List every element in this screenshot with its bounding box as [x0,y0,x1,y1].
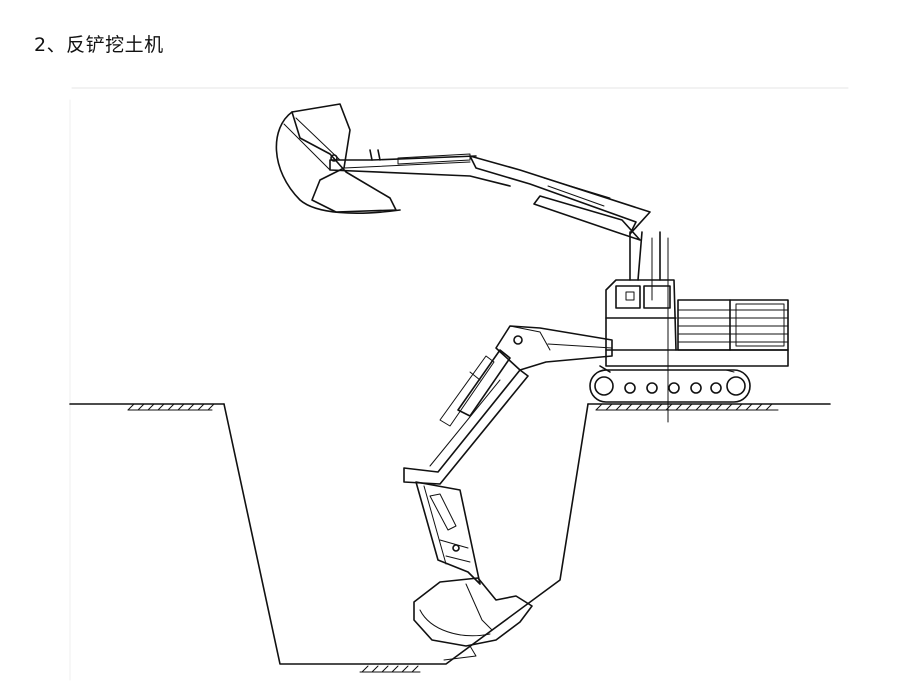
section-heading: 2、反铲挖土机 [34,34,164,56]
ground-hatching [127,403,779,673]
excavation-pit [223,403,589,665]
lower-boom-position [403,325,613,661]
upper-boom-position [275,103,651,241]
excavator-body [589,231,789,403]
